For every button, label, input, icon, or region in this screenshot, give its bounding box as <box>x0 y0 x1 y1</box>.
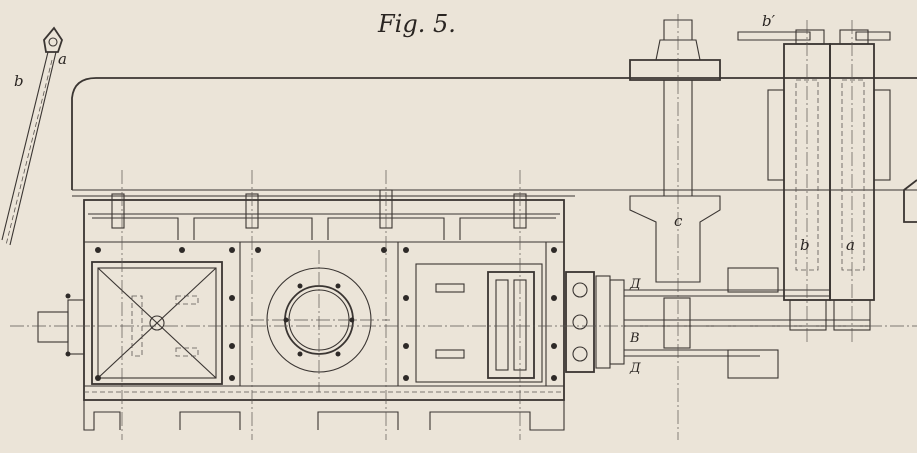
lever-label-a: a <box>58 50 67 68</box>
rod-label-b-prime: b′ <box>762 12 776 30</box>
edge-fragment <box>903 179 917 223</box>
figure-title: Fig. 5. <box>377 10 456 38</box>
lever-arm <box>1 26 63 246</box>
connecting-rods <box>624 267 870 379</box>
centre-lines <box>10 170 917 440</box>
valve-label-lower: Д <box>629 361 641 376</box>
shaft-label-c: c <box>674 212 683 230</box>
valve-label-mid: В <box>629 331 640 346</box>
machine-body <box>37 199 565 431</box>
bolt-pattern <box>65 247 557 381</box>
round-port <box>250 250 390 392</box>
lever-label-b: b <box>14 72 24 90</box>
valve-plates <box>415 263 543 383</box>
shaft-c <box>629 14 721 440</box>
valve-chest <box>565 271 625 373</box>
valve-label-upper: Д <box>629 277 641 292</box>
cylinder-label-a: a <box>846 236 855 254</box>
cylinder-label-b: b <box>800 236 810 254</box>
cylinders <box>737 20 891 345</box>
square-cover <box>91 261 223 385</box>
upper-frame <box>71 77 917 197</box>
